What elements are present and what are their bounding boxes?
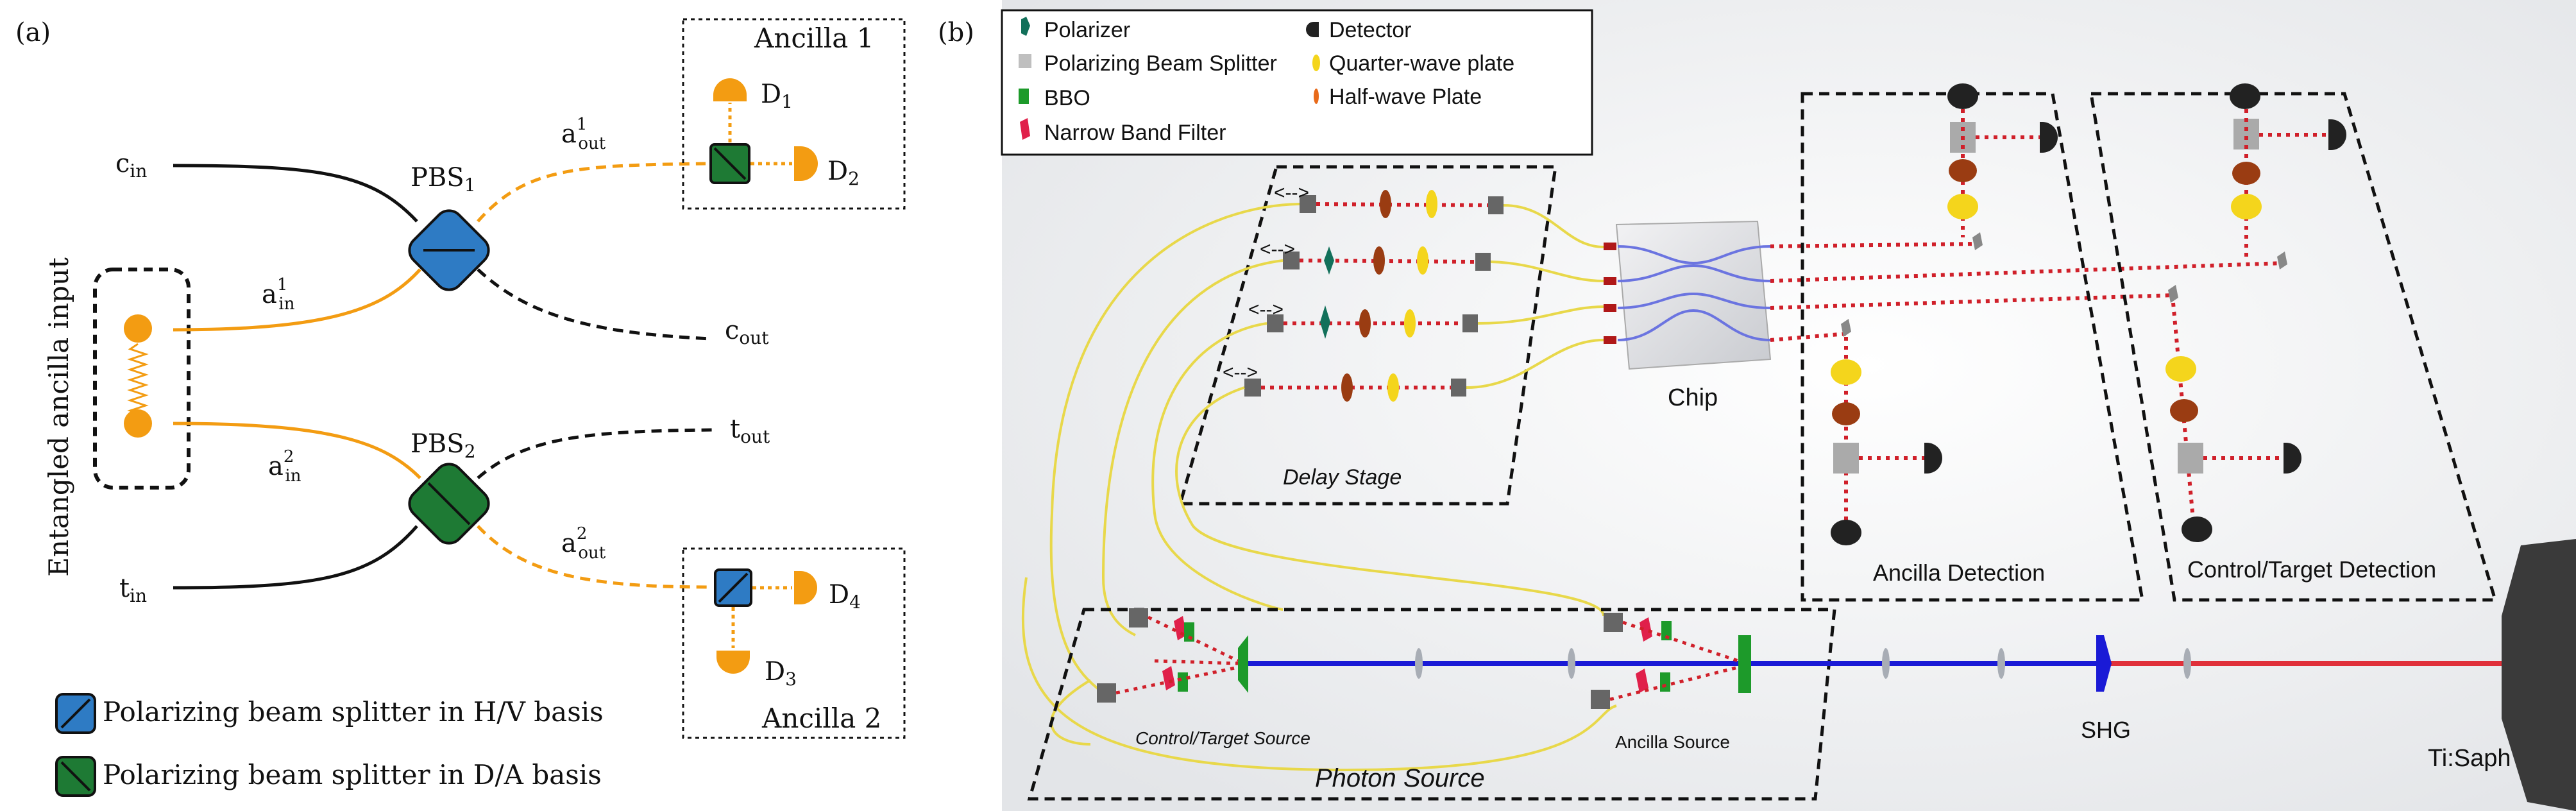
d2-label: D2 bbox=[827, 157, 860, 189]
legend-hv: Polarizing beam splitter in H/V basis bbox=[55, 693, 604, 734]
legend-polarizer: Polarizer bbox=[1044, 18, 1130, 42]
entangled-source-box bbox=[93, 268, 191, 490]
pbs1-hv-splitter bbox=[408, 209, 490, 291]
ancilla-photon-1 bbox=[124, 314, 152, 343]
qwp-icon bbox=[1312, 55, 1320, 71]
d1-detector-icon bbox=[713, 78, 747, 101]
pbs1-label: PBS1 bbox=[411, 163, 476, 196]
legend-da: Polarizing beam splitter in D/A basis bbox=[55, 756, 602, 797]
filter-icon bbox=[1020, 118, 1030, 140]
ct-detection-lower bbox=[2165, 285, 2301, 542]
ct-source-components bbox=[1097, 608, 1248, 703]
d1-label: D1 bbox=[761, 80, 793, 112]
a-in1-line bbox=[173, 268, 421, 332]
lens-1 bbox=[1415, 648, 1423, 679]
c-out-line bbox=[477, 268, 713, 341]
ancilla-source-label: Ancilla Source bbox=[1615, 732, 1730, 752]
chip-output-beams bbox=[1770, 242, 2284, 342]
t-in-line bbox=[173, 525, 418, 590]
chip-label: Chip bbox=[1668, 384, 1718, 411]
delay-stage-box bbox=[1178, 165, 1557, 506]
panel-b: (b) Polarizer Polarizing Beam Splitter B… bbox=[938, 0, 2576, 811]
bbo-icon bbox=[1019, 89, 1029, 104]
entangled-ancilla-label: Entangled ancilla input bbox=[43, 257, 74, 577]
photon-source-label: Photon Source bbox=[1315, 764, 1485, 792]
entanglement-spring bbox=[127, 343, 149, 420]
pbs2-label: PBS2 bbox=[411, 429, 476, 462]
a-out2-line bbox=[477, 525, 713, 589]
ancilla1-pbs-da bbox=[709, 143, 750, 184]
pbs2-da-splitter bbox=[408, 463, 490, 545]
d4-detector-icon bbox=[794, 571, 817, 604]
legend-bbo: BBO bbox=[1044, 86, 1090, 110]
ancilla2-title: Ancilla 2 bbox=[761, 703, 881, 734]
c-in-label: cin bbox=[115, 149, 147, 182]
ancilla-detection-label: Ancilla Detection bbox=[1873, 559, 2045, 586]
legend-hwp: Half-wave Plate bbox=[1329, 85, 1482, 109]
ct-source-label: Control/Target Source bbox=[1135, 728, 1310, 748]
legend-nbf: Narrow Band Filter bbox=[1044, 121, 1226, 145]
c-out-label: cout bbox=[725, 316, 769, 348]
ancilla2-box bbox=[682, 547, 906, 739]
a-in2-line bbox=[173, 422, 421, 479]
d3-label: D3 bbox=[765, 657, 797, 690]
component-legend bbox=[1001, 9, 1593, 156]
delay-stage-label: Delay Stage bbox=[1283, 465, 1402, 490]
photonic-chip bbox=[1604, 220, 1772, 370]
legend-qwp: Quarter-wave plate bbox=[1329, 51, 1514, 76]
ancilla2-pbs-hv bbox=[714, 568, 752, 607]
ancilla-detection-upper bbox=[1947, 83, 2058, 250]
legend-pbs: Polarizing Beam Splitter bbox=[1044, 51, 1277, 76]
ct-detection-upper bbox=[2230, 83, 2346, 269]
lens-4 bbox=[1997, 648, 2005, 679]
d3-detector-icon bbox=[716, 651, 750, 674]
ancilla-detection-lower bbox=[1831, 319, 1942, 545]
a-out1-line bbox=[477, 162, 706, 223]
svg-text:<-->: <--> bbox=[1274, 182, 1309, 203]
shg-label: SHG bbox=[2081, 717, 2131, 743]
lens-5 bbox=[2183, 648, 2191, 679]
delay-line-3: <--> bbox=[1248, 299, 1478, 339]
delay-line-4: <--> bbox=[1223, 362, 1466, 402]
legend-hv-text: Polarizing beam splitter in H/V basis bbox=[103, 696, 604, 728]
svg-text:<-->: <--> bbox=[1223, 362, 1258, 383]
delay-line-1: <--> bbox=[1274, 182, 1504, 218]
t-out-line bbox=[477, 428, 713, 479]
detector-icon bbox=[1306, 22, 1319, 37]
panel-a: (a) Entangled ancilla input cin tin cout bbox=[15, 18, 906, 797]
legend-detector: Detector bbox=[1329, 18, 1412, 42]
d4-label: D4 bbox=[829, 580, 861, 613]
shg-crystal bbox=[2096, 635, 2112, 692]
tisaph-laser bbox=[2502, 539, 2576, 811]
t-in-label: tin bbox=[119, 574, 147, 606]
photon-source-box bbox=[1027, 608, 1836, 801]
ancilla-source-components bbox=[1591, 613, 1751, 709]
hwp-icon bbox=[1314, 89, 1319, 104]
ancilla1-title: Ancilla 1 bbox=[754, 22, 874, 54]
polarizer-icon bbox=[1021, 17, 1030, 36]
d2-detector-icon bbox=[794, 146, 818, 181]
c-in-line bbox=[173, 164, 418, 223]
panel-b-label: (b) bbox=[938, 18, 974, 47]
delay-line-2: <--> bbox=[1260, 239, 1491, 275]
svg-text:<-->: <--> bbox=[1260, 239, 1295, 260]
pbs-icon bbox=[1019, 54, 1031, 68]
ct-detection-label: Control/Target Detection bbox=[2187, 556, 2436, 583]
panel-a-label: (a) bbox=[15, 18, 51, 47]
tisaph-label: Ti:Saph bbox=[2428, 745, 2511, 772]
lens-3 bbox=[1882, 648, 1890, 679]
lens-2 bbox=[1568, 648, 1575, 679]
svg-text:<-->: <--> bbox=[1248, 299, 1284, 320]
ancilla1-box bbox=[682, 18, 906, 210]
legend-da-text: Polarizing beam splitter in D/A basis bbox=[103, 759, 602, 790]
t-out-label: tout bbox=[730, 414, 770, 447]
